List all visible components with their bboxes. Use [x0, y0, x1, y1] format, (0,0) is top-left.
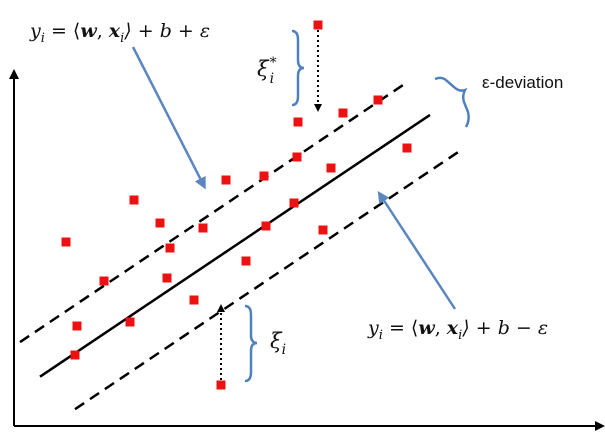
xi-star-superscript: *	[270, 55, 277, 71]
xi-star-label: ξ*i	[257, 55, 277, 87]
upper-equation-arrow	[131, 46, 206, 190]
xi-symbol: ξ	[270, 329, 283, 353]
lower-equation: yi = ⟨w, xi⟩ + b − ε	[367, 317, 548, 343]
upper-eq-comma: ,	[97, 20, 109, 42]
data-point	[155, 218, 165, 228]
upper-equation: yi = ⟨w, xi⟩ + b + ε	[29, 20, 210, 46]
xi-star-brace	[291, 29, 305, 107]
upper-eq-rhs: ⟩ + b + ε	[123, 20, 210, 42]
data-point	[293, 117, 303, 127]
lower-eq-mid: = ⟨	[383, 317, 418, 339]
lower-eq-rhs: ⟩ + b − ε	[461, 317, 548, 339]
regression-line	[39, 113, 431, 378]
data-point	[292, 152, 302, 162]
data-point	[326, 163, 336, 173]
data-point	[261, 221, 271, 231]
data-point	[189, 295, 199, 305]
data-point	[198, 223, 208, 233]
upper-eq-y-sub: i	[41, 31, 45, 46]
xi-label: ξi	[270, 329, 286, 358]
xi-subscript: i	[282, 342, 286, 358]
upper-eq-x: x	[108, 20, 121, 42]
data-point	[216, 380, 226, 390]
lower-eq-comma: ,	[435, 317, 447, 339]
epsilon-deviation-brace	[434, 76, 470, 128]
data-point	[162, 273, 172, 283]
lower-eq-y-sub: i	[379, 328, 383, 343]
data-point	[338, 108, 348, 118]
lower-eq-y: y	[367, 317, 379, 339]
epsilon-deviation-label: ε-deviation	[482, 73, 563, 92]
data-point	[373, 95, 383, 105]
data-point	[221, 175, 231, 185]
data-point	[318, 225, 328, 235]
data-point	[70, 350, 80, 360]
data-point	[99, 276, 109, 286]
xi-star-subscript: i	[270, 71, 274, 87]
lower-eq-w: w	[418, 317, 435, 339]
upper-eq-mid: = ⟨	[45, 20, 80, 42]
data-point	[241, 256, 251, 266]
lower-equation-arrow	[377, 190, 457, 310]
data-points	[61, 20, 412, 390]
upper-margin-line	[19, 82, 406, 344]
upper-eq-w: w	[80, 20, 97, 42]
lower-margin-line	[74, 149, 461, 411]
upper-eq-x-sub: i	[120, 31, 124, 46]
data-point	[129, 195, 139, 205]
data-point	[289, 198, 299, 208]
lower-eq-x-sub: i	[458, 328, 462, 343]
data-point	[72, 321, 82, 331]
lower-eq-x: x	[446, 317, 459, 339]
xi-star-symbol: ξ	[257, 57, 270, 81]
xi-brace	[244, 304, 258, 383]
data-point	[61, 237, 71, 247]
data-point	[125, 317, 135, 327]
data-point	[259, 171, 269, 181]
data-point	[313, 20, 323, 30]
data-point	[402, 143, 412, 153]
upper-eq-y: y	[29, 20, 41, 42]
data-point	[165, 243, 175, 253]
